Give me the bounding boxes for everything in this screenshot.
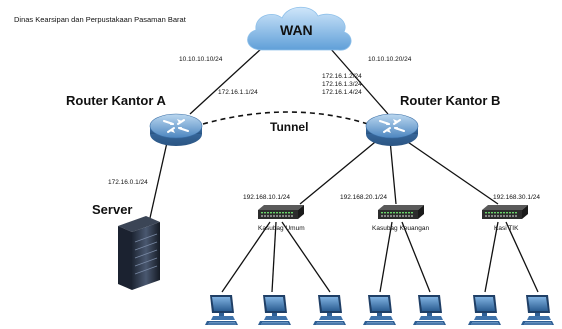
switch1-ip: 192.168.10.1/24 bbox=[243, 194, 290, 201]
wan-label: WAN bbox=[280, 22, 313, 38]
router-a-icon bbox=[149, 113, 203, 147]
link-routerB-switch1 bbox=[299, 137, 381, 205]
link-sw1-pc1 bbox=[221, 221, 271, 293]
diagram-title: Dinas Kearsipan dan Perpustakaan Pasaman… bbox=[14, 15, 187, 24]
pc-icon bbox=[257, 294, 292, 326]
pc-icon bbox=[412, 294, 447, 326]
pc-icon bbox=[362, 294, 397, 326]
routerA-wan-ip: 10.10.10.10/24 bbox=[179, 56, 223, 63]
routerA-tunnel-ip: 172.16.1.1/24 bbox=[218, 89, 258, 96]
tunnel-label: Tunnel bbox=[270, 120, 308, 134]
tunnel-link bbox=[202, 111, 369, 125]
switch2-ip: 192.168.20.1/24 bbox=[340, 194, 387, 201]
link-routerA-wan bbox=[189, 47, 263, 115]
link-routerB-switch3 bbox=[401, 137, 499, 205]
pc-icon bbox=[467, 294, 502, 326]
switch2-label: Kasubag Keuangan bbox=[372, 225, 429, 232]
server-icon bbox=[118, 216, 160, 290]
routerB-wan-ip: 10.10.10.20/24 bbox=[368, 56, 412, 63]
server-label: Server bbox=[92, 202, 132, 217]
link-sw1-pc3 bbox=[281, 221, 331, 293]
switch1-label: Kasubag Umum bbox=[258, 225, 305, 232]
switch-icon-kasi-tik bbox=[482, 205, 528, 219]
link-sw2-pc1 bbox=[379, 221, 393, 293]
pc-icon bbox=[520, 294, 555, 326]
link-lines bbox=[149, 47, 539, 293]
switch3-ip: 192.168.30.1/24 bbox=[493, 194, 540, 201]
routerA-label: Router Kantor A bbox=[66, 93, 167, 108]
pc-icon bbox=[204, 294, 239, 326]
link-sw3-pc1 bbox=[484, 221, 499, 293]
link-routerB-wan bbox=[329, 47, 389, 115]
switch-icon-kasubag-keuangan bbox=[378, 205, 424, 219]
link-sw2-pc2 bbox=[401, 221, 431, 293]
wan-cloud-icon bbox=[247, 6, 352, 51]
server-ip: 172.16.0.1/24 bbox=[108, 179, 148, 186]
routerB-tunnel-ip-3: 172.16.1.4/24 bbox=[322, 89, 362, 96]
router-b-icon bbox=[365, 113, 419, 147]
link-sw3-pc2 bbox=[505, 221, 539, 293]
routerB-tunnel-ip-1: 172.16.1.2/24 bbox=[322, 73, 362, 80]
pc-icon bbox=[312, 294, 347, 326]
routerB-label: Router Kantor B bbox=[400, 93, 500, 108]
link-routerA-server bbox=[149, 137, 169, 219]
switch-icon-kasubag-umum bbox=[258, 205, 304, 219]
link-routerB-switch2 bbox=[389, 139, 397, 205]
switch3-label: Kasi TIK bbox=[494, 225, 519, 232]
routerB-tunnel-ip-2: 172.16.1.3/24 bbox=[322, 81, 362, 88]
link-sw1-pc2 bbox=[271, 221, 277, 293]
